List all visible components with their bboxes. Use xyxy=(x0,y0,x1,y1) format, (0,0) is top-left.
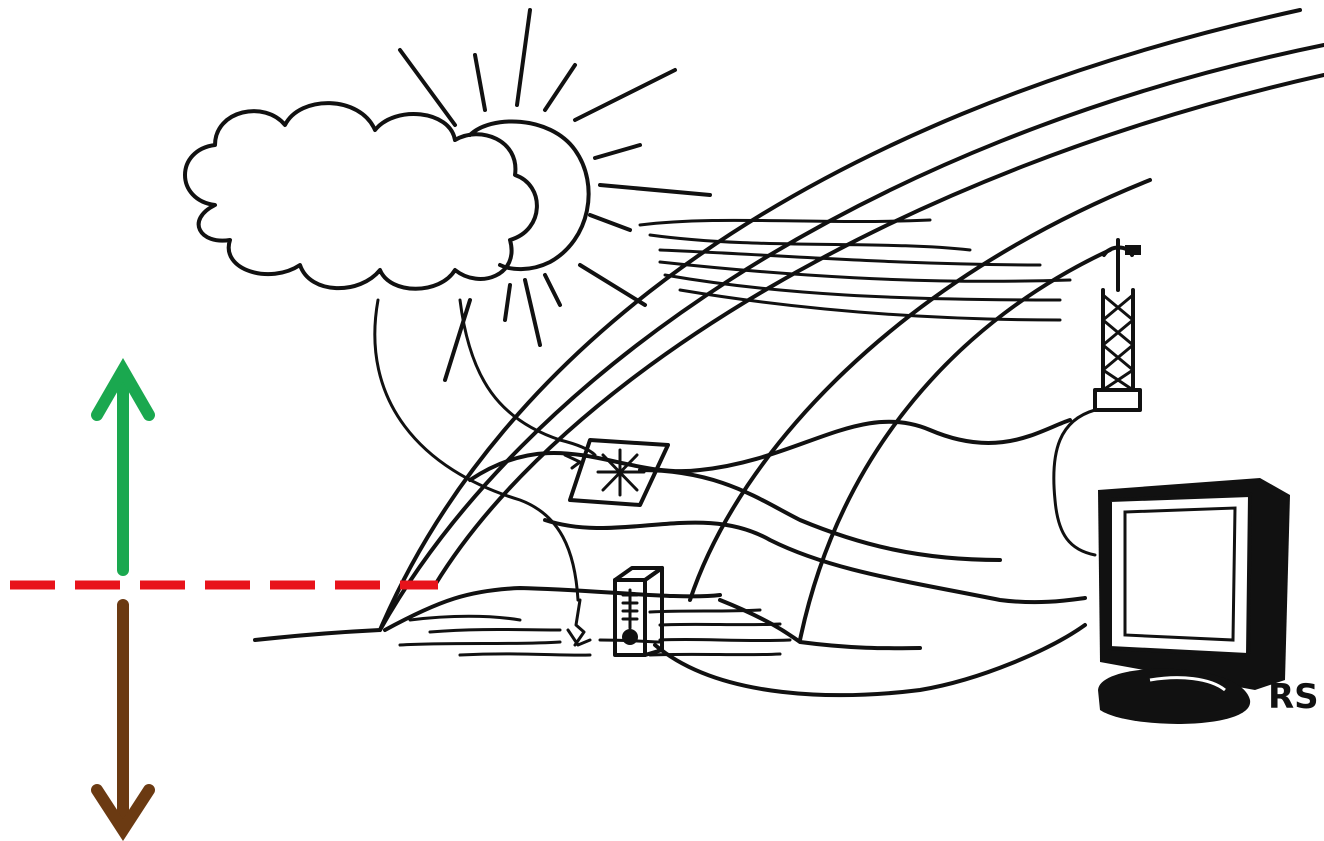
snow-sensor-icon xyxy=(565,440,668,505)
signature-text: RS xyxy=(1268,677,1319,717)
up-arrow-icon xyxy=(97,370,149,570)
wind-icon xyxy=(640,220,1070,320)
monitor-icon xyxy=(1098,478,1290,724)
cloud-icon xyxy=(185,103,537,289)
ground-hatching xyxy=(400,610,790,655)
down-arrow-icon xyxy=(97,605,149,830)
cables xyxy=(375,300,595,600)
